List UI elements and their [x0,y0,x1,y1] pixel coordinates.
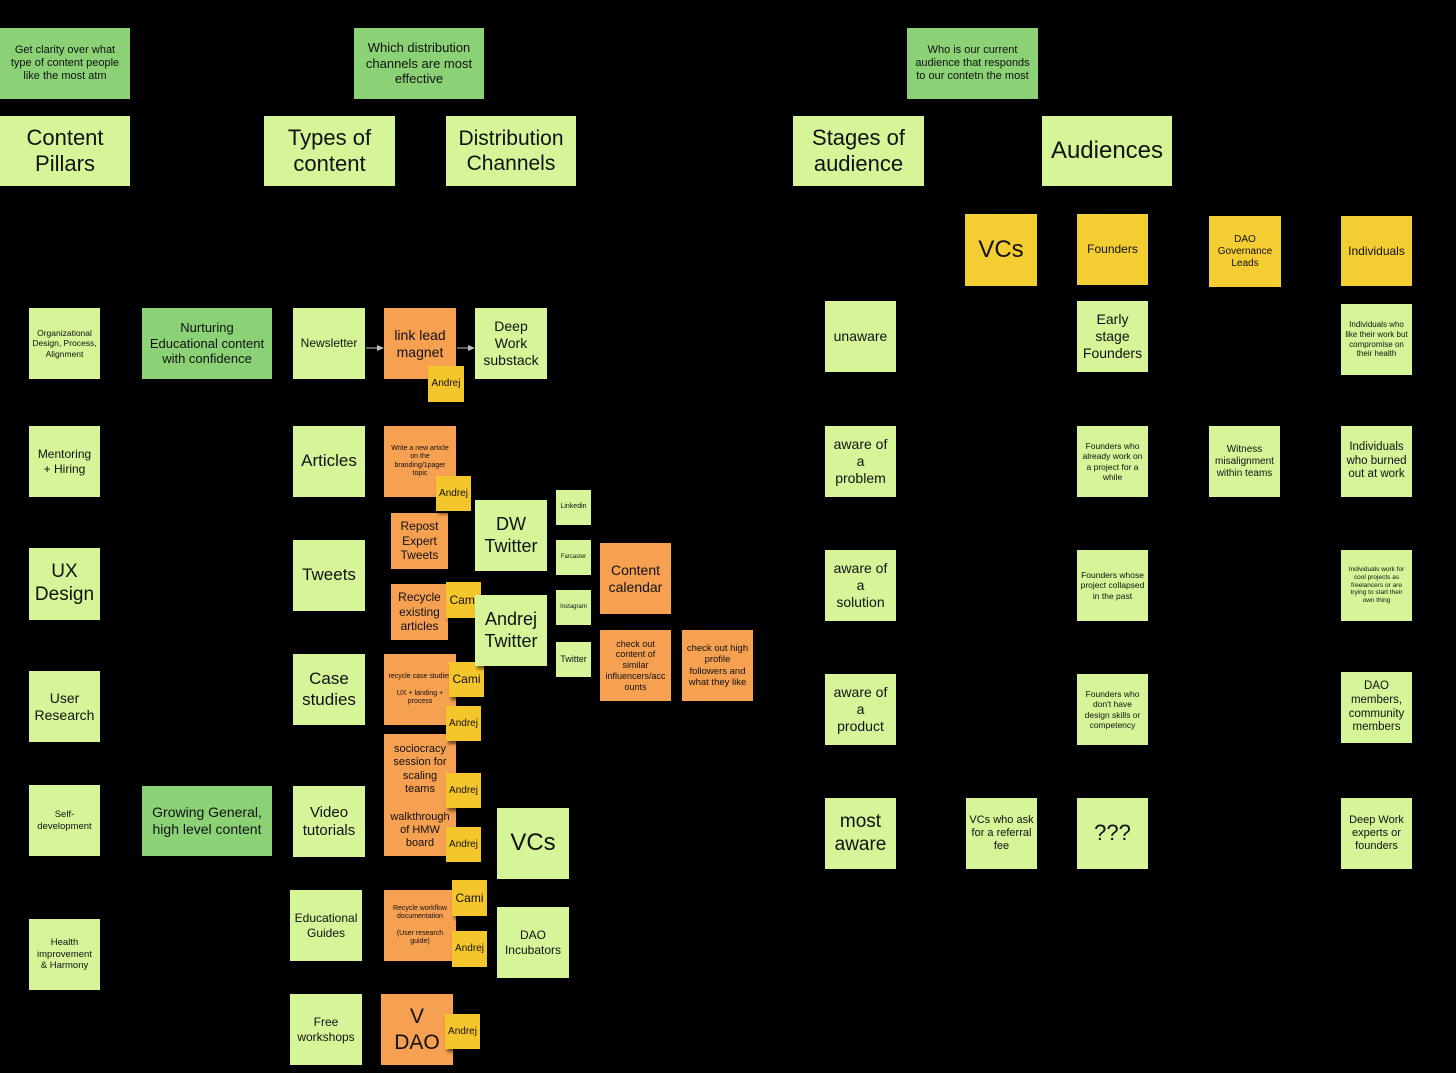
channel-vcs[interactable]: VCs [497,808,569,879]
idea-recycle-articles[interactable]: Recycle existing articles [391,584,448,640]
pillar-note[interactable]: Mentoring + Hiring [29,426,100,497]
pillar-note[interactable]: UX Design [29,548,100,620]
owner-tag-andrej[interactable]: Andrej [436,476,471,511]
audience-cell[interactable]: Founders who already work on a project f… [1077,426,1148,497]
owner-tag-cami[interactable]: Cami [452,880,487,916]
audience-cell[interactable]: VCs who ask for a referral fee [966,798,1037,869]
owner-tag-andrej[interactable]: Andrej [446,827,481,862]
stage-note[interactable]: aware of a solution [825,550,896,621]
goal-note-distribution[interactable]: Which distribution channels are most eff… [354,28,484,99]
content-type-note[interactable]: Articles [293,426,365,497]
header-audiences[interactable]: Audiences [1042,116,1172,186]
audience-group-individuals[interactable]: Individuals [1341,216,1412,286]
owner-tag-andrej[interactable]: Andrej [446,706,481,741]
owner-tag-andrej[interactable]: Andrej [445,1014,480,1049]
idea-link-lead-magnet[interactable]: link lead magnet [384,308,456,379]
owner-tag-andrej[interactable]: Andrej [446,773,481,808]
idea-check-similar[interactable]: check out content of similar influencers… [600,630,671,701]
channel-instagram[interactable]: Instagram [556,590,591,625]
audience-cell[interactable]: Individuals who burned out at work [1341,426,1412,497]
header-types-of-content[interactable]: Types of content [264,116,395,186]
audience-group-dao-leads[interactable]: DAO Governance Leads [1209,216,1281,287]
content-type-note[interactable]: Educational Guides [290,890,362,961]
header-stages-of-audience[interactable]: Stages of audience [793,116,924,186]
audience-cell[interactable]: Individuals who like their work but comp… [1341,304,1412,375]
content-type-note[interactable]: Tweets [293,540,365,611]
idea-walkthrough[interactable]: walkthrough of HMW board [384,805,456,856]
audience-group-founders[interactable]: Founders [1077,214,1148,285]
owner-tag-cami[interactable]: Cami [449,662,484,697]
channel-dw-twitter[interactable]: DW Twitter [475,500,547,571]
audience-cell[interactable]: DAO members, community members [1341,672,1412,743]
stage-note[interactable]: aware of a problem [825,426,896,497]
header-distribution-channels[interactable]: Distribution Channels [446,116,576,186]
idea-recycle-case-studies[interactable]: recycle case studies UX + landing + proc… [384,654,456,725]
audience-cell[interactable]: Individuals work for cool projects as fr… [1341,550,1412,621]
channel-twitter[interactable]: Twitter [556,642,591,677]
audience-group-vcs[interactable]: VCs [965,214,1037,286]
header-content-pillars[interactable]: Content Pillars [0,116,130,186]
audience-cell[interactable]: Founders who don't have design skills or… [1077,674,1148,745]
content-type-note[interactable]: Newsletter [293,308,365,379]
owner-tag-andrej[interactable]: Andrej [428,366,464,402]
pillar-note[interactable]: Self- development [29,785,100,856]
idea-sociocracy[interactable]: sociocracy session for scaling teams [384,734,456,805]
channel-deep-work-substack[interactable]: Deep Work substack [475,308,547,379]
idea-write-article[interactable]: Write a new article on the branding/1pag… [384,426,456,497]
goal-note-content-type[interactable]: Get clarity over what type of content pe… [0,28,130,99]
pillar-note[interactable]: User Research [29,671,100,742]
audience-cell[interactable]: Deep Work experts or founders [1341,798,1412,869]
idea-v-dao[interactable]: V DAO [381,994,453,1065]
channel-farcaster[interactable]: Farcaster [556,540,591,575]
audience-cell[interactable]: Founders whose project collapsed in the … [1077,550,1148,621]
theme-note-nurturing[interactable]: Nurturing Educational content with confi… [142,308,272,379]
audience-cell[interactable]: Early stage Founders [1077,301,1148,372]
channel-andrej-twitter[interactable]: Andrej Twitter [475,595,547,666]
theme-note-growing[interactable]: Growing General, high level content [142,786,272,856]
content-type-note[interactable]: Free workshops [290,994,362,1065]
pillar-note[interactable]: Organizational Design, Process, Alignmen… [29,308,100,379]
stage-note[interactable]: aware of a product [825,674,896,745]
idea-recycle-workflow[interactable]: Recycle workflow documentation (User res… [384,890,456,961]
idea-repost-tweets[interactable]: Repost Expert Tweets [391,513,448,569]
owner-tag-andrej[interactable]: Andrej [452,931,487,967]
channel-linkedin[interactable]: Linkedin [556,490,591,525]
content-type-note[interactable]: Video tutorials [293,786,365,857]
owner-tag-cami[interactable]: Cami [446,582,481,618]
idea-check-high-profile[interactable]: check out high profile followers and wha… [682,630,753,701]
audience-cell[interactable]: Witness misalignment within teams [1209,426,1280,497]
content-type-note[interactable]: Case studies [293,654,365,725]
pillar-note[interactable]: Health improvement & Harmony [29,919,100,990]
stage-note[interactable]: unaware [825,301,896,372]
stage-note[interactable]: most aware [825,798,896,869]
audience-cell[interactable]: ??? [1077,798,1148,869]
goal-note-audience[interactable]: Who is our current audience that respond… [907,28,1038,99]
idea-content-calendar[interactable]: Content calendar [600,543,671,614]
channel-dao-incubators[interactable]: DAO Incubators [497,907,569,978]
